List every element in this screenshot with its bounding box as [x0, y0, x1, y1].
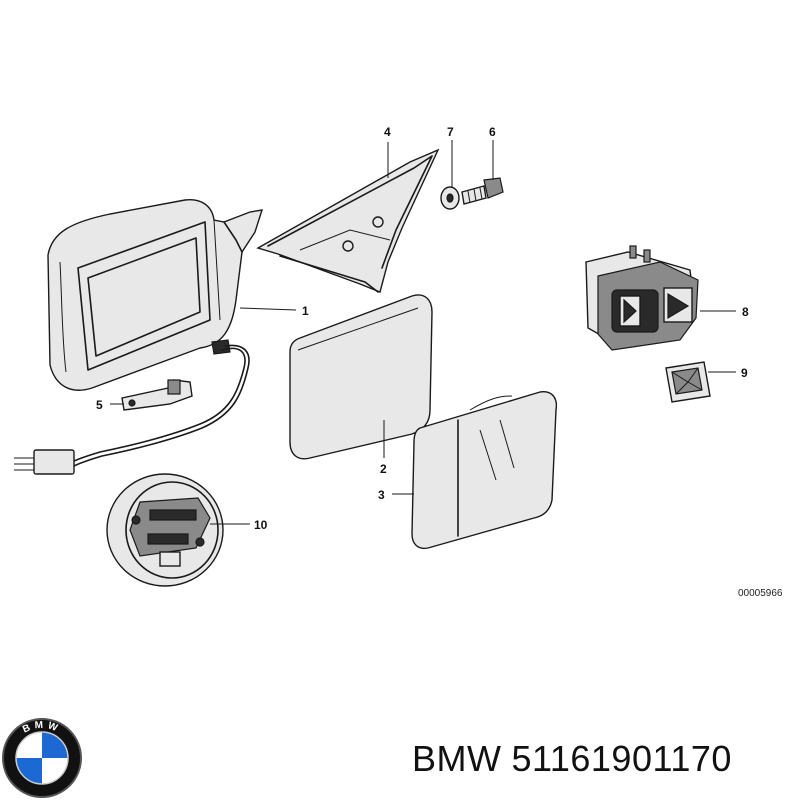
mirror-glass-heated — [411, 391, 558, 550]
screw — [461, 177, 504, 205]
washer — [440, 186, 460, 210]
mirror-housing — [47, 198, 264, 391]
part-number: 51161901170 — [511, 738, 732, 779]
cable-clip — [121, 379, 193, 411]
callout-10: 10 — [210, 518, 268, 532]
callout-4: 4 — [384, 125, 391, 178]
svg-text:6: 6 — [489, 125, 496, 139]
svg-text:9: 9 — [741, 366, 748, 380]
callout-3: 3 — [378, 488, 414, 502]
svg-text:BMW: BMW — [21, 720, 63, 736]
svg-text:2: 2 — [380, 462, 387, 476]
svg-text:7: 7 — [447, 125, 454, 139]
mirror-glass — [289, 294, 433, 460]
svg-text:4: 4 — [384, 125, 391, 139]
switch-knob — [665, 361, 711, 403]
callout-8: 8 — [700, 305, 749, 319]
callout-7: 7 — [447, 125, 454, 188]
svg-text:8: 8 — [742, 305, 749, 319]
callout-2: 2 — [380, 420, 387, 476]
bmw-logo: BMW — [2, 718, 82, 798]
wiring-harness — [14, 344, 250, 475]
callout-5: 5 — [96, 398, 124, 412]
svg-text:5: 5 — [96, 398, 103, 412]
brand-name: BMW — [412, 738, 502, 779]
svg-text:10: 10 — [254, 518, 268, 532]
mirror-bracket — [256, 148, 440, 293]
reference-code: 00005966 — [738, 588, 783, 599]
callout-1: 1 — [239, 304, 309, 318]
svg-text:1: 1 — [302, 304, 309, 318]
mirror-switch — [585, 245, 699, 351]
callout-9: 9 — [708, 366, 748, 380]
svg-text:3: 3 — [378, 488, 385, 502]
callout-6: 6 — [489, 125, 496, 180]
mirror-drive-motor — [106, 473, 224, 587]
